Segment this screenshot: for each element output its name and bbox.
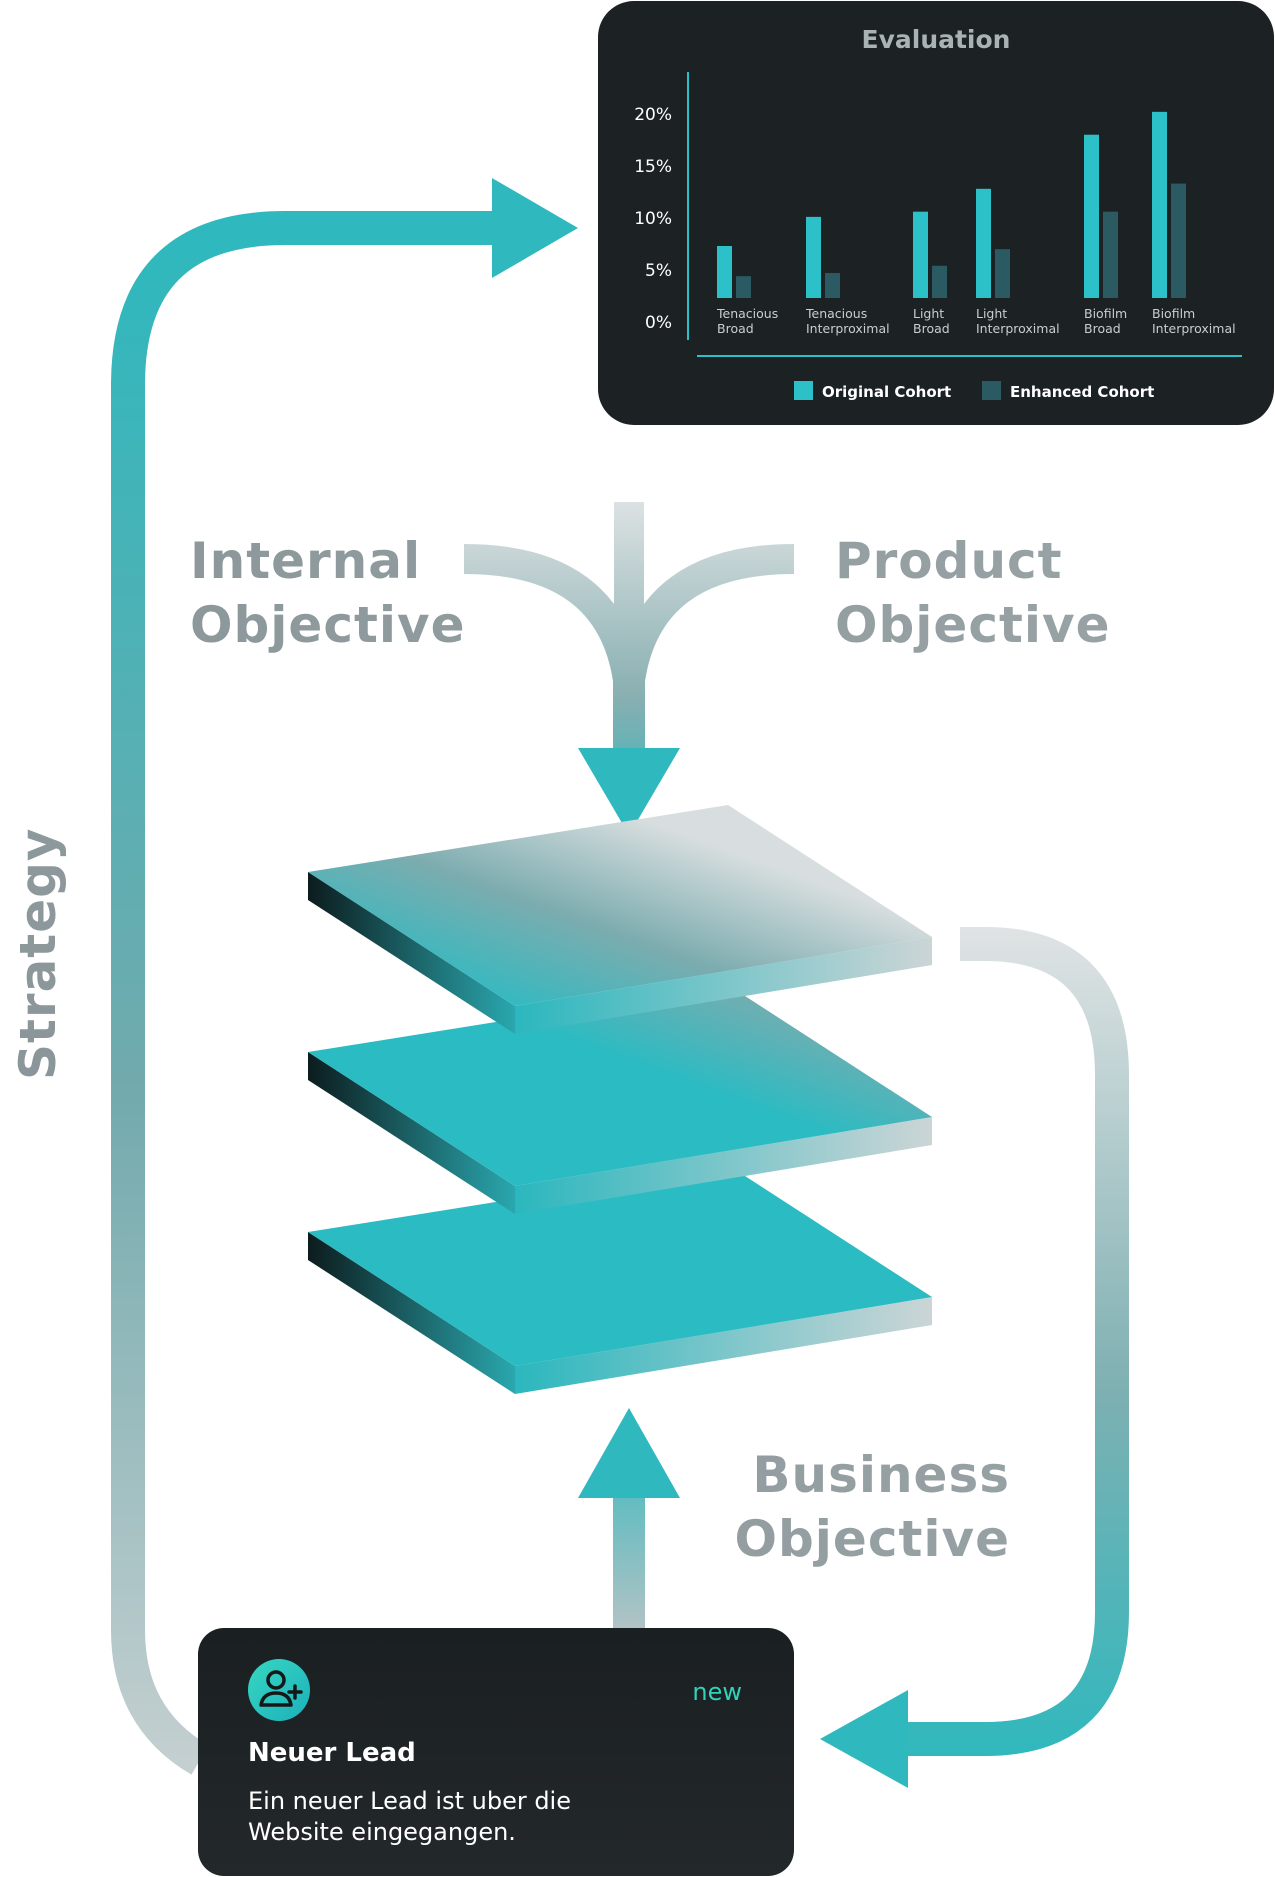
legend-swatch-original xyxy=(794,381,813,400)
legend-label-original: Original Cohort xyxy=(822,383,951,401)
bar-enhanced-6 xyxy=(1171,183,1186,298)
bar-enhanced-4 xyxy=(995,249,1010,298)
strategy-label: Strategy xyxy=(9,827,67,1080)
legend-swatch-enhanced xyxy=(982,381,1001,400)
chart-legend: Original Cohort Enhanced Cohort xyxy=(794,381,1154,401)
evaluation-card-bg xyxy=(598,1,1274,425)
notification-card-bg xyxy=(198,1628,794,1876)
arrowhead-to-layers xyxy=(578,748,680,835)
notification-body-line1: Ein neuer Lead ist uber die xyxy=(248,1787,571,1815)
category-label: Light xyxy=(913,306,944,321)
business-objective-label: Business Objective xyxy=(734,1446,1010,1568)
category-label: Broad xyxy=(717,321,754,336)
category-label: Biofilm xyxy=(1084,306,1127,321)
y-tick-label: 5% xyxy=(645,261,672,281)
bars xyxy=(717,111,1186,298)
category-label: Broad xyxy=(1084,321,1121,336)
bar-enhanced-5 xyxy=(1103,211,1118,298)
category-label: Interproximal xyxy=(976,321,1060,336)
arrowhead-to-notification xyxy=(820,1690,908,1788)
legend-label-enhanced: Enhanced Cohort xyxy=(1010,383,1154,401)
business-objective-line2: Objective xyxy=(734,1510,1010,1568)
arrowhead-up xyxy=(578,1408,680,1498)
layer-middle xyxy=(308,985,932,1214)
evaluation-card: Evaluation 0%5%10%15%20% TenaciousBroadT… xyxy=(598,1,1274,425)
category-label: Tenacious xyxy=(805,306,867,321)
bar-original-5 xyxy=(1084,134,1099,298)
category-label: Broad xyxy=(913,321,950,336)
product-objective-line1: Product xyxy=(835,532,1063,590)
layer-bottom xyxy=(308,1165,932,1394)
internal-objective-line2: Objective xyxy=(190,596,466,654)
business-objective-line1: Business xyxy=(752,1446,1010,1504)
category-labels: TenaciousBroadTenaciousInterproximalLigh… xyxy=(716,306,1236,336)
bar-original-2 xyxy=(806,216,821,298)
y-tick-label: 15% xyxy=(634,157,672,177)
merge-arrows xyxy=(463,502,795,835)
internal-objective-label: Internal Objective xyxy=(190,532,466,654)
notification-title: Neuer Lead xyxy=(248,1738,416,1768)
product-objective-label: Product Objective xyxy=(835,532,1111,654)
product-objective-line2: Objective xyxy=(835,596,1111,654)
y-tick-label: 0% xyxy=(645,313,672,333)
bar-original-1 xyxy=(717,246,732,298)
y-tick-label: 20% xyxy=(634,105,672,125)
user-plus-icon xyxy=(248,1659,310,1721)
up-arrow xyxy=(578,1408,680,1628)
category-label: Tenacious xyxy=(716,306,778,321)
y-tick-label: 10% xyxy=(634,209,672,229)
y-tick-labels: 0% 5% 10% 15% 20% xyxy=(634,105,672,333)
bar-enhanced-1 xyxy=(736,276,751,298)
chart-title: Evaluation xyxy=(862,25,1011,54)
layer-top xyxy=(308,805,932,1034)
notification-body-line2: Website eingegangen. xyxy=(248,1818,516,1846)
bar-original-4 xyxy=(976,188,991,298)
loop-arrow-right xyxy=(820,927,1129,1788)
bar-enhanced-3 xyxy=(932,265,947,298)
category-label: Interproximal xyxy=(806,321,890,336)
layer-stack xyxy=(308,805,932,1394)
category-label: Light xyxy=(976,306,1007,321)
arrowhead-to-evaluation xyxy=(492,178,578,278)
loop-arrow-left xyxy=(111,178,578,1775)
notification-badge-new: new xyxy=(692,1678,742,1706)
bar-original-6 xyxy=(1152,111,1167,298)
bar-enhanced-2 xyxy=(825,273,840,298)
internal-objective-line1: Internal xyxy=(190,532,421,590)
notification-card[interactable]: new Neuer Lead Ein neuer Lead ist uber d… xyxy=(198,1628,794,1876)
category-label: Interproximal xyxy=(1152,321,1236,336)
category-label: Biofilm xyxy=(1152,306,1195,321)
bar-original-3 xyxy=(913,211,928,298)
